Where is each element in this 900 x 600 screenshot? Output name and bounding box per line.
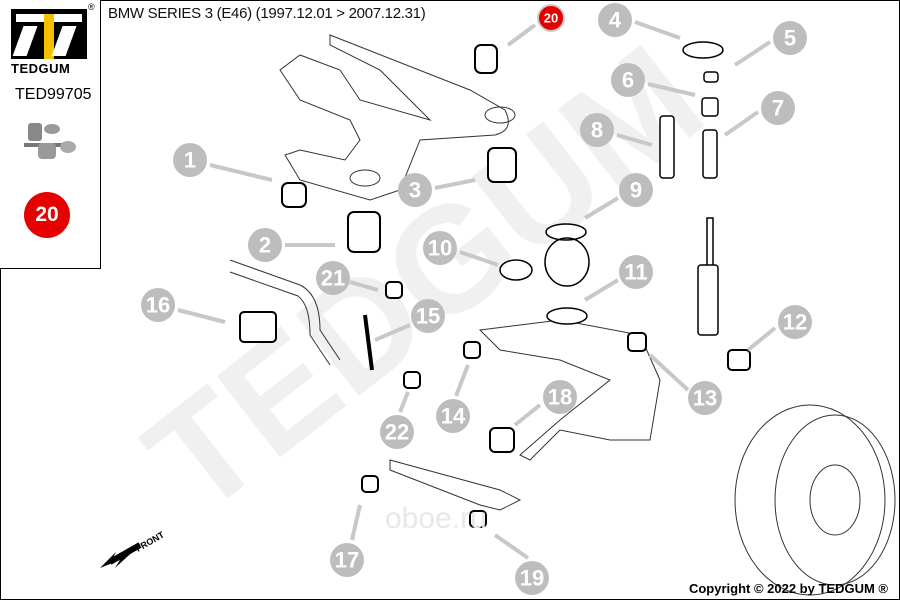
svg-text:5: 5 [784, 26, 796, 51]
front-label: FRONT [134, 529, 166, 553]
front-arrow-icon [100, 542, 142, 568]
svg-text:12: 12 [783, 310, 807, 335]
callout-22[interactable]: 22 [380, 415, 414, 449]
svg-text:13: 13 [693, 386, 717, 411]
callout-7[interactable]: 7 [761, 91, 795, 125]
callout-12[interactable]: 12 [778, 305, 812, 339]
quantity-badge: 20 [24, 192, 70, 238]
svg-text:4: 4 [609, 8, 622, 33]
stabilizer-bar [229, 259, 341, 361]
spring-shock-assembly [499, 41, 724, 336]
stabilizer-mount [239, 311, 277, 343]
callout-18[interactable]: 18 [543, 380, 577, 414]
svg-text:18: 18 [548, 385, 572, 410]
wheel [734, 404, 896, 596]
svg-text:21: 21 [321, 266, 345, 291]
svg-text:14: 14 [441, 404, 466, 429]
svg-text:2: 2 [259, 233, 271, 258]
vehicle-title: BMW SERIES 3 (E46) (1997.12.01 > 2007.12… [108, 5, 426, 22]
product-sidebar: ® TEDGUM TED99705 20 [0, 0, 101, 269]
callout-4[interactable]: 4 [598, 3, 632, 37]
site-watermark: oboe.ru [385, 502, 487, 535]
svg-text:3: 3 [409, 178, 421, 203]
tool-kit-image [24, 123, 76, 159]
svg-text:10: 10 [428, 236, 452, 261]
copyright: Copyright © 2022 by TEDGUM ® [688, 581, 888, 596]
stabilizer-link [363, 314, 374, 371]
svg-text:15: 15 [416, 304, 440, 329]
brand-name: TEDGUM [11, 61, 71, 76]
callouts: 1 2 3 4 5 6 7 8 9 10 11 12 13 14 15 16 1… [141, 3, 812, 595]
registered-mark: ® [88, 2, 95, 12]
callout-15[interactable]: 15 [411, 299, 445, 333]
lower-arm [389, 459, 522, 511]
svg-text:20: 20 [544, 11, 558, 26]
callout-14[interactable]: 14 [436, 399, 470, 433]
svg-text:16: 16 [146, 293, 170, 318]
svg-text:11: 11 [624, 260, 647, 285]
callout-16[interactable]: 16 [141, 288, 175, 322]
callout-2[interactable]: 2 [248, 228, 282, 262]
callout-17[interactable]: 17 [330, 543, 364, 577]
svg-text:9: 9 [630, 178, 642, 203]
callout-3[interactable]: 3 [398, 173, 432, 207]
callout-21[interactable]: 21 [316, 261, 350, 295]
callout-9[interactable]: 9 [619, 173, 653, 207]
svg-text:1: 1 [184, 148, 196, 173]
svg-text:8: 8 [591, 118, 603, 143]
svg-text:19: 19 [520, 566, 544, 591]
part-code: TED99705 [15, 86, 92, 103]
callout-20-highlight[interactable]: 20 [537, 4, 565, 32]
callout-10[interactable]: 10 [423, 231, 457, 265]
callout-19[interactable]: 19 [515, 561, 549, 595]
svg-text:17: 17 [335, 548, 359, 573]
callout-1[interactable]: 1 [173, 143, 207, 177]
callout-11[interactable]: 11 [619, 255, 653, 289]
tedgum-logo [11, 9, 87, 59]
callout-13[interactable]: 13 [688, 381, 722, 415]
svg-text:22: 22 [385, 420, 409, 445]
rear-subframe [279, 34, 516, 201]
callout-6[interactable]: 6 [611, 63, 645, 97]
svg-text:6: 6 [622, 68, 634, 93]
callout-8[interactable]: 8 [580, 113, 614, 147]
bushings [281, 44, 751, 528]
svg-text:7: 7 [772, 96, 784, 121]
callout-5[interactable]: 5 [773, 21, 807, 55]
